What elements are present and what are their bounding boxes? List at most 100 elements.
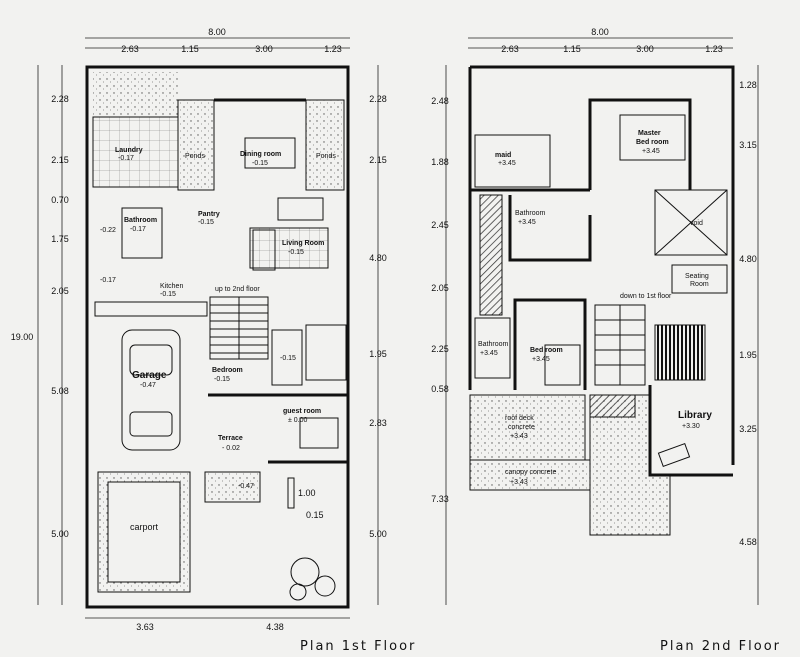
dim-left-3: 0.70 [51, 195, 69, 205]
bathroom-2f-level: +3.45 [518, 219, 536, 226]
garden-front [204, 471, 261, 503]
dim-left-4: 1.75 [51, 234, 69, 244]
pantry-label: Pantry [198, 211, 220, 218]
dim-top-total: 8.00 [208, 27, 226, 37]
maid-room [474, 134, 551, 188]
bathroom-1f [121, 207, 163, 259]
master-label: Master [638, 130, 661, 137]
dim2-top-total: 8.00 [591, 27, 609, 37]
dim-top-2: 1.15 [181, 44, 199, 54]
laundry-label: Laundry [115, 147, 143, 154]
sofa-left [252, 229, 276, 271]
dining-label: Dining room [240, 151, 281, 158]
dim2-top-1: 2.63 [501, 44, 519, 54]
gate-dim-b: 0.15 [306, 510, 324, 520]
kitchen-level: -0.15 [160, 291, 176, 298]
dining-table [244, 137, 296, 169]
kitchen-counter [94, 301, 208, 317]
dim-left-5: 2.05 [51, 286, 69, 296]
dim-top-3: 3.00 [255, 44, 273, 54]
dim2-left-7: 7.33 [431, 494, 449, 504]
roof-deck [469, 394, 586, 461]
dim-right-5: 2.83 [369, 418, 387, 428]
master-label-2: Bed room [636, 139, 669, 146]
bathroom-label: Bathroom [124, 217, 157, 224]
dim-left-2: 2.15 [51, 155, 69, 165]
dim2-right-5: 3.25 [739, 424, 757, 434]
kitchen-label: Kitchen [160, 283, 183, 290]
dim2-right-6: 4.58 [739, 537, 757, 547]
level-a: -0.22 [100, 227, 116, 234]
plan1-title: Plan 1st Floor [300, 639, 416, 654]
plan-1st-floor: 8.00 2.63 1.15 3.00 1.23 19.00 2.28 2.15… [11, 27, 416, 654]
library-desk [657, 442, 691, 468]
landing [271, 329, 303, 386]
level-b: -0.17 [100, 277, 116, 284]
car-garage [121, 329, 181, 451]
bedroom-2f-label: Bed room [530, 347, 563, 354]
dim2-right-4: 1.95 [739, 350, 757, 360]
bath2-level: +3.45 [480, 350, 498, 357]
dim-left-total: 19.00 [11, 332, 34, 342]
guest-bed [299, 417, 339, 449]
gate-dim-a: 1.00 [298, 488, 316, 498]
bathroom-level: -0.17 [130, 226, 146, 233]
tree-icon [289, 557, 336, 601]
laundry-garden [93, 72, 178, 117]
maid-label: maid [495, 152, 511, 159]
sofa-top [277, 197, 324, 221]
void-label: void [690, 220, 703, 227]
dim-right-6: 5.00 [369, 529, 387, 539]
pond-right [305, 99, 345, 191]
roofdeck-label-2: concrete [508, 424, 535, 431]
canopy [469, 459, 591, 491]
dim-bottom-1: 3.63 [136, 622, 154, 632]
laundry-level: -0.17 [118, 155, 134, 162]
dim-right-3: 4.80 [369, 253, 387, 263]
dim2-left-1: 2.48 [431, 96, 449, 106]
dim2-top-2: 1.15 [563, 44, 581, 54]
roofdeck-level: +3.43 [510, 433, 528, 440]
canopy-label: canopy concrete [505, 469, 556, 476]
dim-right-4: 1.95 [369, 349, 387, 359]
dim2-right-1: 1.28 [739, 80, 757, 90]
stairs-down-label: down to 1st floor [620, 293, 672, 300]
master-level: +3.45 [642, 148, 660, 155]
level-c: -0.15 [280, 355, 296, 362]
bedroom-label: Bedroom [212, 367, 243, 374]
dim-left-7: 5.00 [51, 529, 69, 539]
dim-right-2: 2.15 [369, 155, 387, 165]
roofdeck-label: roof deck [505, 415, 534, 422]
entry [305, 324, 347, 381]
carport-label: carport [130, 522, 159, 532]
garage-label: Garage [132, 370, 167, 381]
dim-right-1: 2.28 [369, 94, 387, 104]
dim-left-1: 2.28 [51, 94, 69, 104]
bath2-room [474, 317, 511, 379]
pantry-level: -0.15 [198, 219, 214, 226]
living-level: -0.15 [288, 249, 304, 256]
dim2-top-4: 1.23 [705, 44, 723, 54]
library-level: +3.30 [682, 423, 700, 430]
bedroom-2f-bed [544, 344, 581, 386]
dining-level: -0.15 [252, 160, 268, 167]
dim-top-1: 2.63 [121, 44, 139, 54]
seating-room [671, 264, 728, 294]
stairs-2f [654, 324, 706, 381]
plan2-title: Plan 2nd Floor [660, 639, 781, 654]
stairs-1f [209, 296, 269, 360]
master-bed [619, 114, 686, 161]
library-label: Library [678, 410, 712, 421]
living-label: Living Room [282, 240, 324, 247]
guest-label: guest room [283, 408, 321, 415]
dim2-left-6: 0.58 [431, 384, 449, 394]
pond-left-label: Ponds [185, 153, 205, 160]
maid-level: +3.45 [498, 160, 516, 167]
dim-bottom-2: 4.38 [266, 622, 284, 632]
canopy-level: +3.43 [510, 479, 528, 486]
dim2-left-4: 2.05 [431, 283, 449, 293]
pond-left [177, 99, 215, 191]
gate-post [287, 477, 295, 509]
dim2-top-3: 3.00 [636, 44, 654, 54]
